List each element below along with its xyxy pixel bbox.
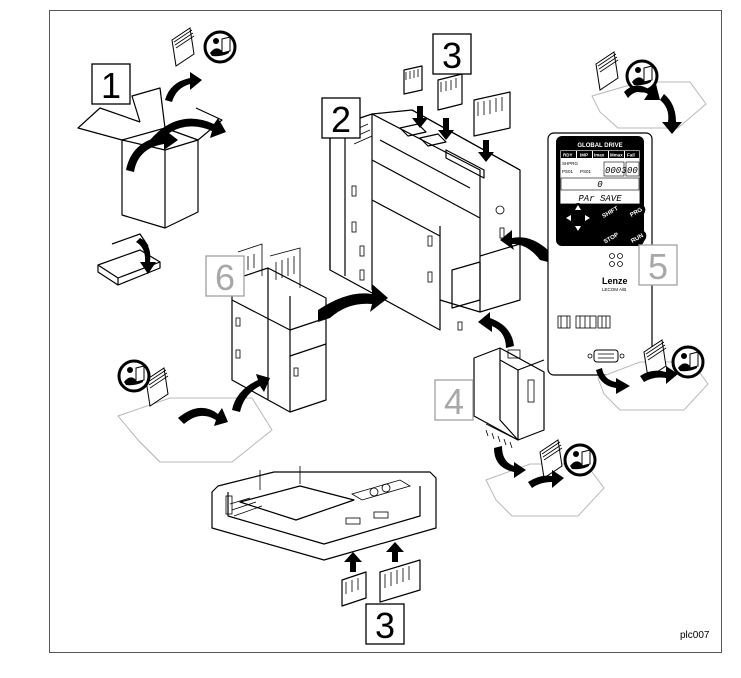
tab-mmax: Mmax — [610, 153, 623, 158]
keypad-subcode: 00 — [627, 166, 638, 176]
label-3-top-text: 3 — [442, 35, 462, 76]
label-6-text: 6 — [215, 257, 235, 298]
keypad-small-bottom: PS01 — [562, 169, 574, 174]
step-4-module — [473, 347, 545, 449]
prg-button[interactable]: PRG — [624, 201, 648, 223]
label-5-text: 5 — [648, 246, 668, 287]
step-3-bottom-terminals — [341, 542, 421, 607]
manual-bottom-right — [485, 439, 605, 517]
step-1-unboxing — [77, 27, 237, 286]
manual-right — [596, 339, 709, 411]
label-4-text: 4 — [444, 381, 464, 422]
brand-sub: LECOM A/B — [602, 287, 626, 292]
manual-top-right — [591, 51, 707, 134]
shift-button[interactable]: SHIFT — [597, 200, 623, 223]
keypad-value: 0 — [597, 180, 603, 190]
keypad-text-line: PAr SAVE — [578, 194, 622, 204]
arrow-4-to-2 — [478, 312, 514, 348]
label-1: 1 — [91, 63, 131, 106]
label-2: 2 — [321, 97, 361, 140]
figure-reference: plc007 — [680, 630, 710, 641]
keypad-small-top: SHPRG — [562, 161, 579, 166]
arrow-6-to-2 — [318, 284, 388, 322]
serial-connector — [587, 349, 625, 363]
step-2-controller — [329, 109, 521, 331]
label-1-text: 1 — [101, 65, 121, 106]
step-5-keypad: GLOBAL DRIVE RDY IMP Imax Mmax Fail SHPR… — [547, 132, 653, 376]
keypad-small-mid: PS01 — [580, 169, 592, 174]
manual-left — [117, 359, 273, 463]
label-5: 5 — [638, 244, 678, 287]
brand-logo: Lenze — [602, 276, 628, 286]
step-6-module — [231, 243, 327, 413]
label-2-text: 2 — [331, 99, 351, 140]
label-3-top: 3 — [432, 33, 472, 76]
label-3-bottom: 3 — [365, 603, 405, 646]
label-4: 4 — [434, 379, 474, 422]
arrow-5-to-2 — [500, 230, 548, 262]
step-3-top-terminals — [403, 65, 511, 162]
tab-fail: Fail — [627, 153, 635, 158]
keypad-code: 0003 — [605, 166, 627, 176]
run-button[interactable]: RUN — [625, 227, 649, 249]
prg-label: PRG — [629, 207, 644, 219]
run-label: RUN — [630, 233, 644, 245]
tab-rdy: RDY — [563, 153, 573, 158]
base-plate — [211, 466, 437, 561]
tab-imp: IMP — [580, 153, 588, 158]
tab-imax: Imax — [594, 153, 605, 158]
keypad-nav-buttons[interactable] — [564, 203, 592, 233]
keypad-status-tabs: RDY IMP Imax Mmax Fail — [561, 151, 639, 158]
label-6: 6 — [205, 255, 245, 298]
dip-switches — [557, 315, 611, 329]
figure-frame — [49, 10, 722, 653]
keypad-header: GLOBAL DRIVE — [577, 143, 622, 149]
label-3-bottom-text: 3 — [375, 605, 395, 646]
stop-button[interactable]: STOP — [599, 227, 623, 249]
